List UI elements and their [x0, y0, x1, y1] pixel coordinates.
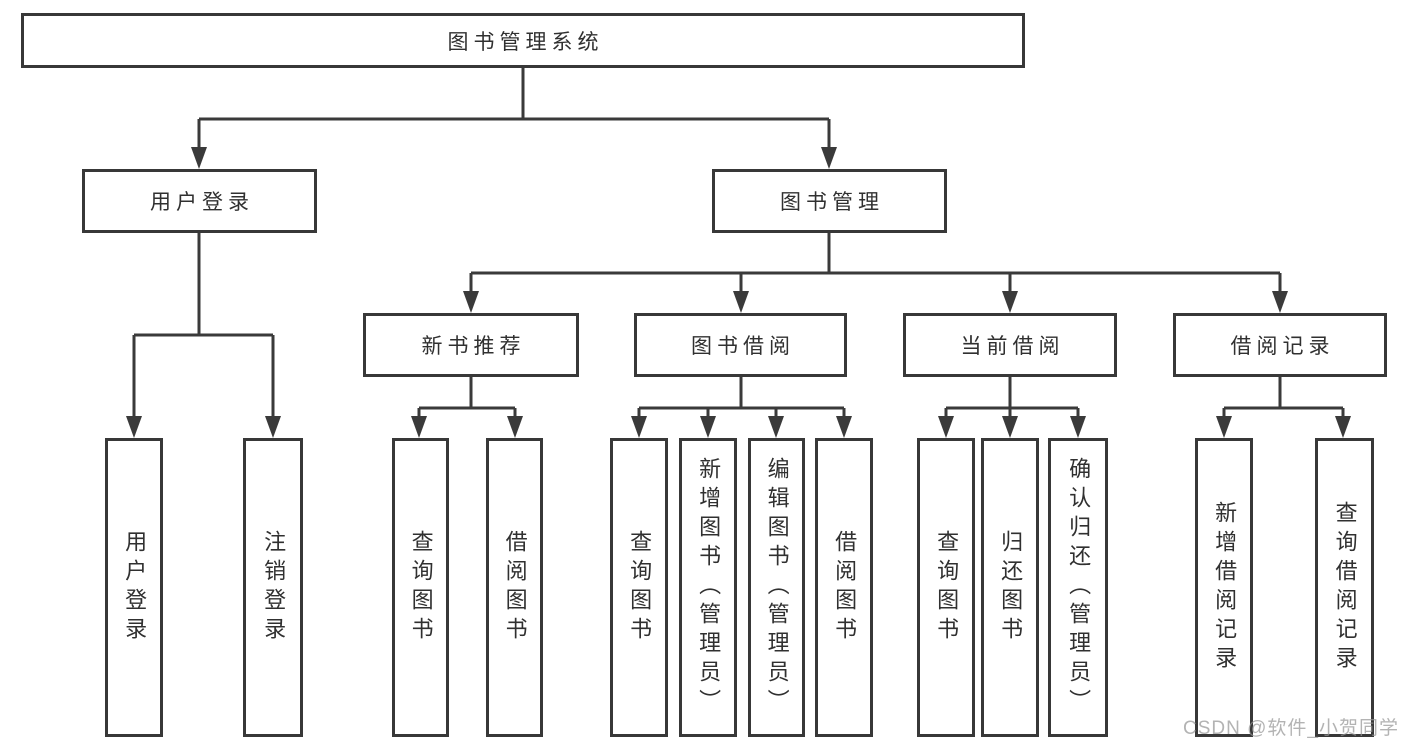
leaf-query-books-3: 查询图书: [917, 438, 975, 737]
leaf-query-books-3-label: 查询图书: [934, 529, 960, 646]
leaf-edit-books-admin: 编辑图书（管理员）: [748, 438, 805, 737]
node-new-book-recommend: 新书推荐: [363, 313, 579, 377]
leaf-borrow-books-2-label: 借阅图书: [832, 529, 858, 646]
leaf-edit-books-admin-label: 编辑图书（管理员）: [764, 457, 790, 718]
node-current-borrow-label: 当前借阅: [960, 335, 1065, 358]
leaf-query-borrow-record: 查询借阅记录: [1315, 438, 1374, 737]
leaf-add-borrow-record-label: 新增借阅记录: [1212, 500, 1238, 675]
leaf-confirm-return-admin-label: 确认归还（管理员）: [1066, 457, 1092, 718]
leaf-query-books-1-label: 查询图书: [408, 529, 434, 646]
node-user-login: 用户登录: [82, 169, 317, 233]
node-book-management: 图书管理: [712, 169, 947, 233]
node-current-borrow: 当前借阅: [903, 313, 1117, 377]
leaf-logout-label: 注销登录: [261, 529, 287, 646]
node-user-login-label: 用户登录: [150, 191, 254, 214]
leaf-borrow-books-2: 借阅图书: [815, 438, 873, 737]
node-library-management-system: 图书管理系统: [21, 13, 1025, 68]
node-borrow-records-label: 借阅记录: [1230, 335, 1335, 358]
leaf-user-login-label: 用户登录: [122, 529, 148, 646]
leaf-query-borrow-record-label: 查询借阅记录: [1332, 500, 1358, 675]
leaf-borrow-books-1-label: 借阅图书: [502, 529, 528, 646]
leaf-borrow-books-1: 借阅图书: [486, 438, 543, 737]
leaf-add-borrow-record: 新增借阅记录: [1195, 438, 1253, 737]
node-borrow-records: 借阅记录: [1173, 313, 1387, 377]
csdn-watermark: CSDN @软件_小贺同学: [1183, 718, 1399, 739]
leaf-return-books: 归还图书: [981, 438, 1039, 737]
node-new-book-recommend-label: 新书推荐: [421, 335, 526, 358]
leaf-query-books-2-label: 查询图书: [627, 529, 653, 646]
leaf-add-books-admin: 新增图书（管理员）: [679, 438, 737, 737]
leaf-user-login: 用户登录: [105, 438, 163, 737]
leaf-return-books-label: 归还图书: [998, 529, 1024, 646]
node-library-management-system-label: 图书管理系统: [447, 30, 604, 54]
leaf-add-books-admin-label: 新增图书（管理员）: [696, 457, 722, 718]
leaf-confirm-return-admin: 确认归还（管理员）: [1048, 438, 1108, 737]
leaf-query-books-2: 查询图书: [610, 438, 668, 737]
leaf-query-books-1: 查询图书: [392, 438, 449, 737]
node-book-management-label: 图书管理: [780, 191, 884, 214]
node-book-borrow: 图书借阅: [634, 313, 847, 377]
leaf-logout: 注销登录: [243, 438, 303, 737]
node-book-borrow-label: 图书借阅: [691, 335, 795, 358]
